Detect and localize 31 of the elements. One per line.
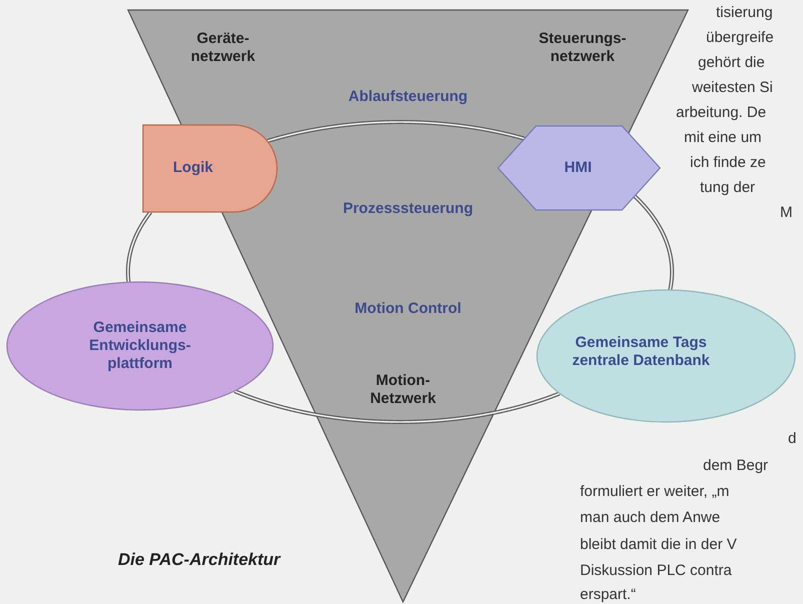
funnel-label: Ablaufsteuerung (347, 88, 469, 106)
double-line-connector (126, 210, 152, 284)
article-text: dem Begr (703, 457, 768, 474)
article-text: weitesten Si (692, 79, 773, 96)
article-text: bleibt damit die in der V (580, 536, 737, 553)
double-line-connector (266, 120, 526, 143)
funnel-label: Motion Control (354, 300, 462, 318)
funnel-label: Prozesssteuerung (342, 200, 474, 218)
article-text: arbeitung. De (676, 104, 766, 121)
article-text: mit eine um (684, 129, 762, 146)
double-line-connector (233, 389, 561, 424)
article-text: tisierung (716, 4, 773, 21)
article-text: erspart.“ (580, 586, 636, 603)
article-text: übergreife (706, 29, 774, 46)
article-text: M (780, 204, 792, 221)
article-text: tung der (700, 179, 756, 196)
figure-caption: Die PAC-Architektur (118, 550, 280, 570)
article-text: man auch dem Anwe (580, 509, 720, 526)
node-label: Gemeinsame Entwicklungs- plattform (88, 319, 192, 373)
funnel-label: Geräte- netzwerk (190, 30, 256, 66)
article-text: ich finde ze (690, 154, 766, 171)
article-text: formuliert er weiter, „m (580, 483, 730, 500)
article-text: gehört die (698, 54, 765, 71)
funnel-label: Motion- Netzwerk (369, 372, 437, 408)
article-text: Diskussion PLC contra (580, 562, 732, 579)
double-line-connector (632, 194, 674, 292)
funnel-label: Steuerungs- netzwerk (538, 30, 628, 66)
node-label: Gemeinsame Tags zentrale Datenbank (571, 334, 711, 370)
article-text: d (788, 430, 796, 447)
node-label: HMI (563, 159, 593, 177)
node-label: Logik (172, 159, 214, 177)
